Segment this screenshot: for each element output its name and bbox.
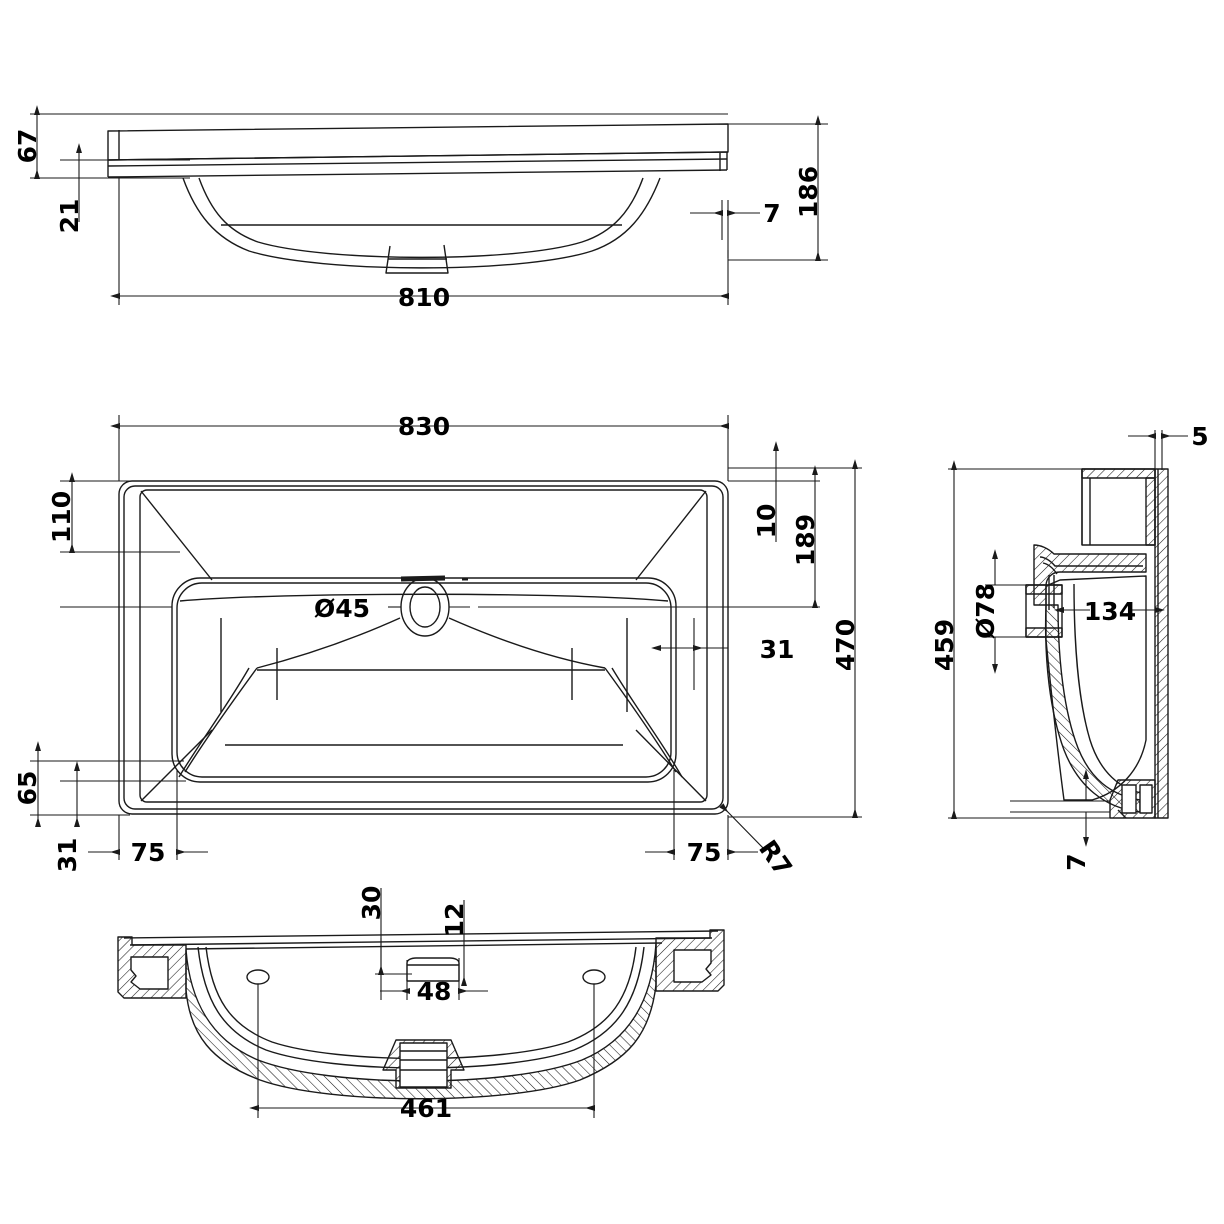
mitre-corner-br: [635, 729, 707, 802]
bottom-rim-top-line2: [129, 937, 713, 946]
rim-cavity-hatch-top: [1081, 468, 1156, 479]
dim-label-189: 189: [791, 514, 820, 566]
bottom-section-dimensions: [249, 888, 595, 1118]
dim-label-186: 186: [794, 166, 823, 218]
dim-label-75-right: 75: [687, 838, 722, 867]
dim-label-d45: Ø45: [314, 594, 370, 623]
dim-label-134: 134: [1084, 597, 1136, 626]
dim-label-12: 12: [440, 903, 469, 938]
bowl-back-shelf: [179, 593, 669, 602]
bowl-flare-right-inner: [611, 667, 683, 778]
dim-label-67: 67: [13, 129, 42, 164]
dim-label-7-side: 7: [1062, 853, 1091, 870]
front-elevation-dimensions: [30, 105, 828, 305]
dim-label-5: 5: [1191, 422, 1208, 451]
bowl-flare-left-outer: [184, 667, 258, 773]
bowl-outer-profile: [182, 177, 661, 269]
plan-view-dimensions: [30, 415, 862, 860]
overflow-channel-a: [1039, 556, 1143, 567]
drain-hole-inner: [409, 586, 441, 628]
plan-rim-ledge: [139, 489, 708, 803]
bottom-rim-top-line: [123, 930, 719, 939]
dim-label-10: 10: [752, 504, 781, 539]
bowl-flare-left-inner: [178, 667, 250, 778]
rim-band-3: [107, 169, 728, 178]
side-section-view: [1025, 468, 1169, 819]
dim-label-21: 21: [55, 199, 84, 234]
bowl-ridge-right: [256, 617, 401, 669]
dim-label-31-left: 31: [53, 838, 82, 873]
rim-band-2: [107, 158, 728, 167]
bracket-notch: [1117, 809, 1127, 819]
mitre-corner-bl: [140, 729, 213, 802]
bracket-left-cavity: [130, 956, 169, 990]
plan-view: [118, 480, 729, 815]
dim-label-30: 30: [357, 886, 386, 921]
dim-label-48: 48: [417, 977, 452, 1006]
bracket-cavity-b: [1139, 784, 1153, 814]
plan-bowl-outline-2: [176, 582, 672, 778]
dim-label-810: 810: [398, 283, 450, 312]
rim-cavity-right-wall: [1145, 477, 1156, 546]
mitre-corner-tl: [140, 490, 213, 581]
dim-label-65: 65: [13, 771, 42, 806]
bracket-right-cavity: [673, 949, 712, 983]
dim-label-d78: Ø78: [971, 583, 1000, 639]
dim-label-470: 470: [831, 619, 860, 671]
bowl-flare-right-outer: [604, 667, 677, 773]
front-elevation-view: [107, 123, 729, 274]
back-wall-plate: [1154, 468, 1169, 819]
bowl-body-outer: [185, 943, 657, 1100]
dim-label-7-front: 7: [763, 199, 780, 228]
bottom-rim-top-line3: [185, 942, 663, 950]
bracket-cavity-a: [1121, 784, 1137, 814]
dim-label-459: 459: [930, 619, 959, 671]
overflow-channel-b: [1042, 562, 1058, 575]
dim-r7-leader: [719, 803, 767, 852]
dim-label-110: 110: [47, 491, 76, 543]
drain-spigot-wall-bot: [1025, 627, 1063, 638]
drain-spigot-wall-top: [1025, 584, 1063, 595]
dim-label-75-left: 75: [131, 838, 166, 867]
mitre-corner-tr: [635, 490, 707, 581]
rim-band-1: [107, 151, 729, 161]
bottom-section-view: [117, 929, 725, 1100]
dim-label-31-right: 31: [760, 635, 795, 664]
drain-boss-core: [399, 1042, 448, 1088]
bowl-ridge-left: [448, 617, 606, 669]
dim-label-830: 830: [398, 412, 450, 441]
dim-label-461: 461: [400, 1094, 452, 1123]
bowl-inner-profile: [198, 177, 644, 259]
side-section-dimensions: [948, 430, 1188, 847]
